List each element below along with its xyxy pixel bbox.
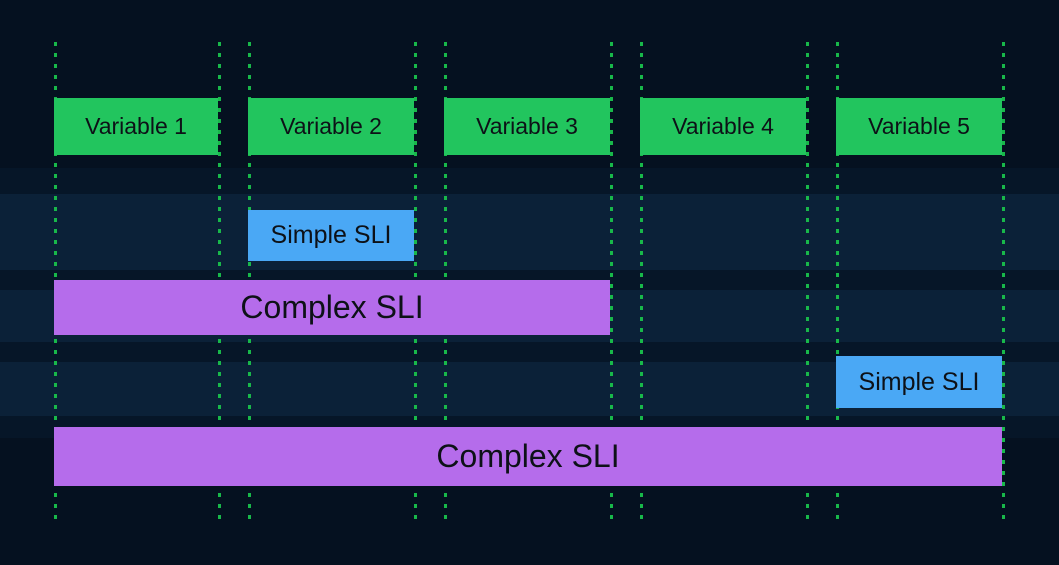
sli-block-label: Simple SLI — [270, 221, 392, 249]
variable-block-label: Variable 2 — [280, 113, 382, 139]
sli-block-label: Simple SLI — [858, 367, 980, 396]
complex-sli-block[interactable]: Complex SLI — [54, 280, 610, 335]
simple-sli-block[interactable]: Simple SLI — [248, 210, 414, 261]
grid-line-vertical — [806, 42, 809, 525]
row-band — [0, 168, 1059, 194]
variable-block-label: Variable 1 — [85, 113, 187, 139]
grid-line-vertical — [610, 42, 613, 525]
grid-line-vertical — [836, 42, 839, 525]
variable-block[interactable]: Variable 1 — [54, 98, 218, 155]
grid-line-vertical — [640, 42, 643, 525]
variable-block-label: Variable 3 — [476, 113, 578, 139]
variable-block[interactable]: Variable 4 — [640, 98, 806, 155]
variable-block[interactable]: Variable 3 — [444, 98, 610, 155]
complex-sli-block[interactable]: Complex SLI — [54, 427, 1002, 486]
variable-block-label: Variable 4 — [672, 113, 774, 139]
sli-block-label: Complex SLI — [436, 438, 620, 474]
sli-block-label: Complex SLI — [240, 289, 424, 325]
grid-line-vertical — [1002, 42, 1005, 525]
variable-block-label: Variable 5 — [868, 113, 970, 139]
row-band — [0, 194, 1059, 270]
variable-block[interactable]: Variable 5 — [836, 98, 1002, 155]
simple-sli-block[interactable]: Simple SLI — [836, 356, 1002, 408]
variable-block[interactable]: Variable 2 — [248, 98, 414, 155]
